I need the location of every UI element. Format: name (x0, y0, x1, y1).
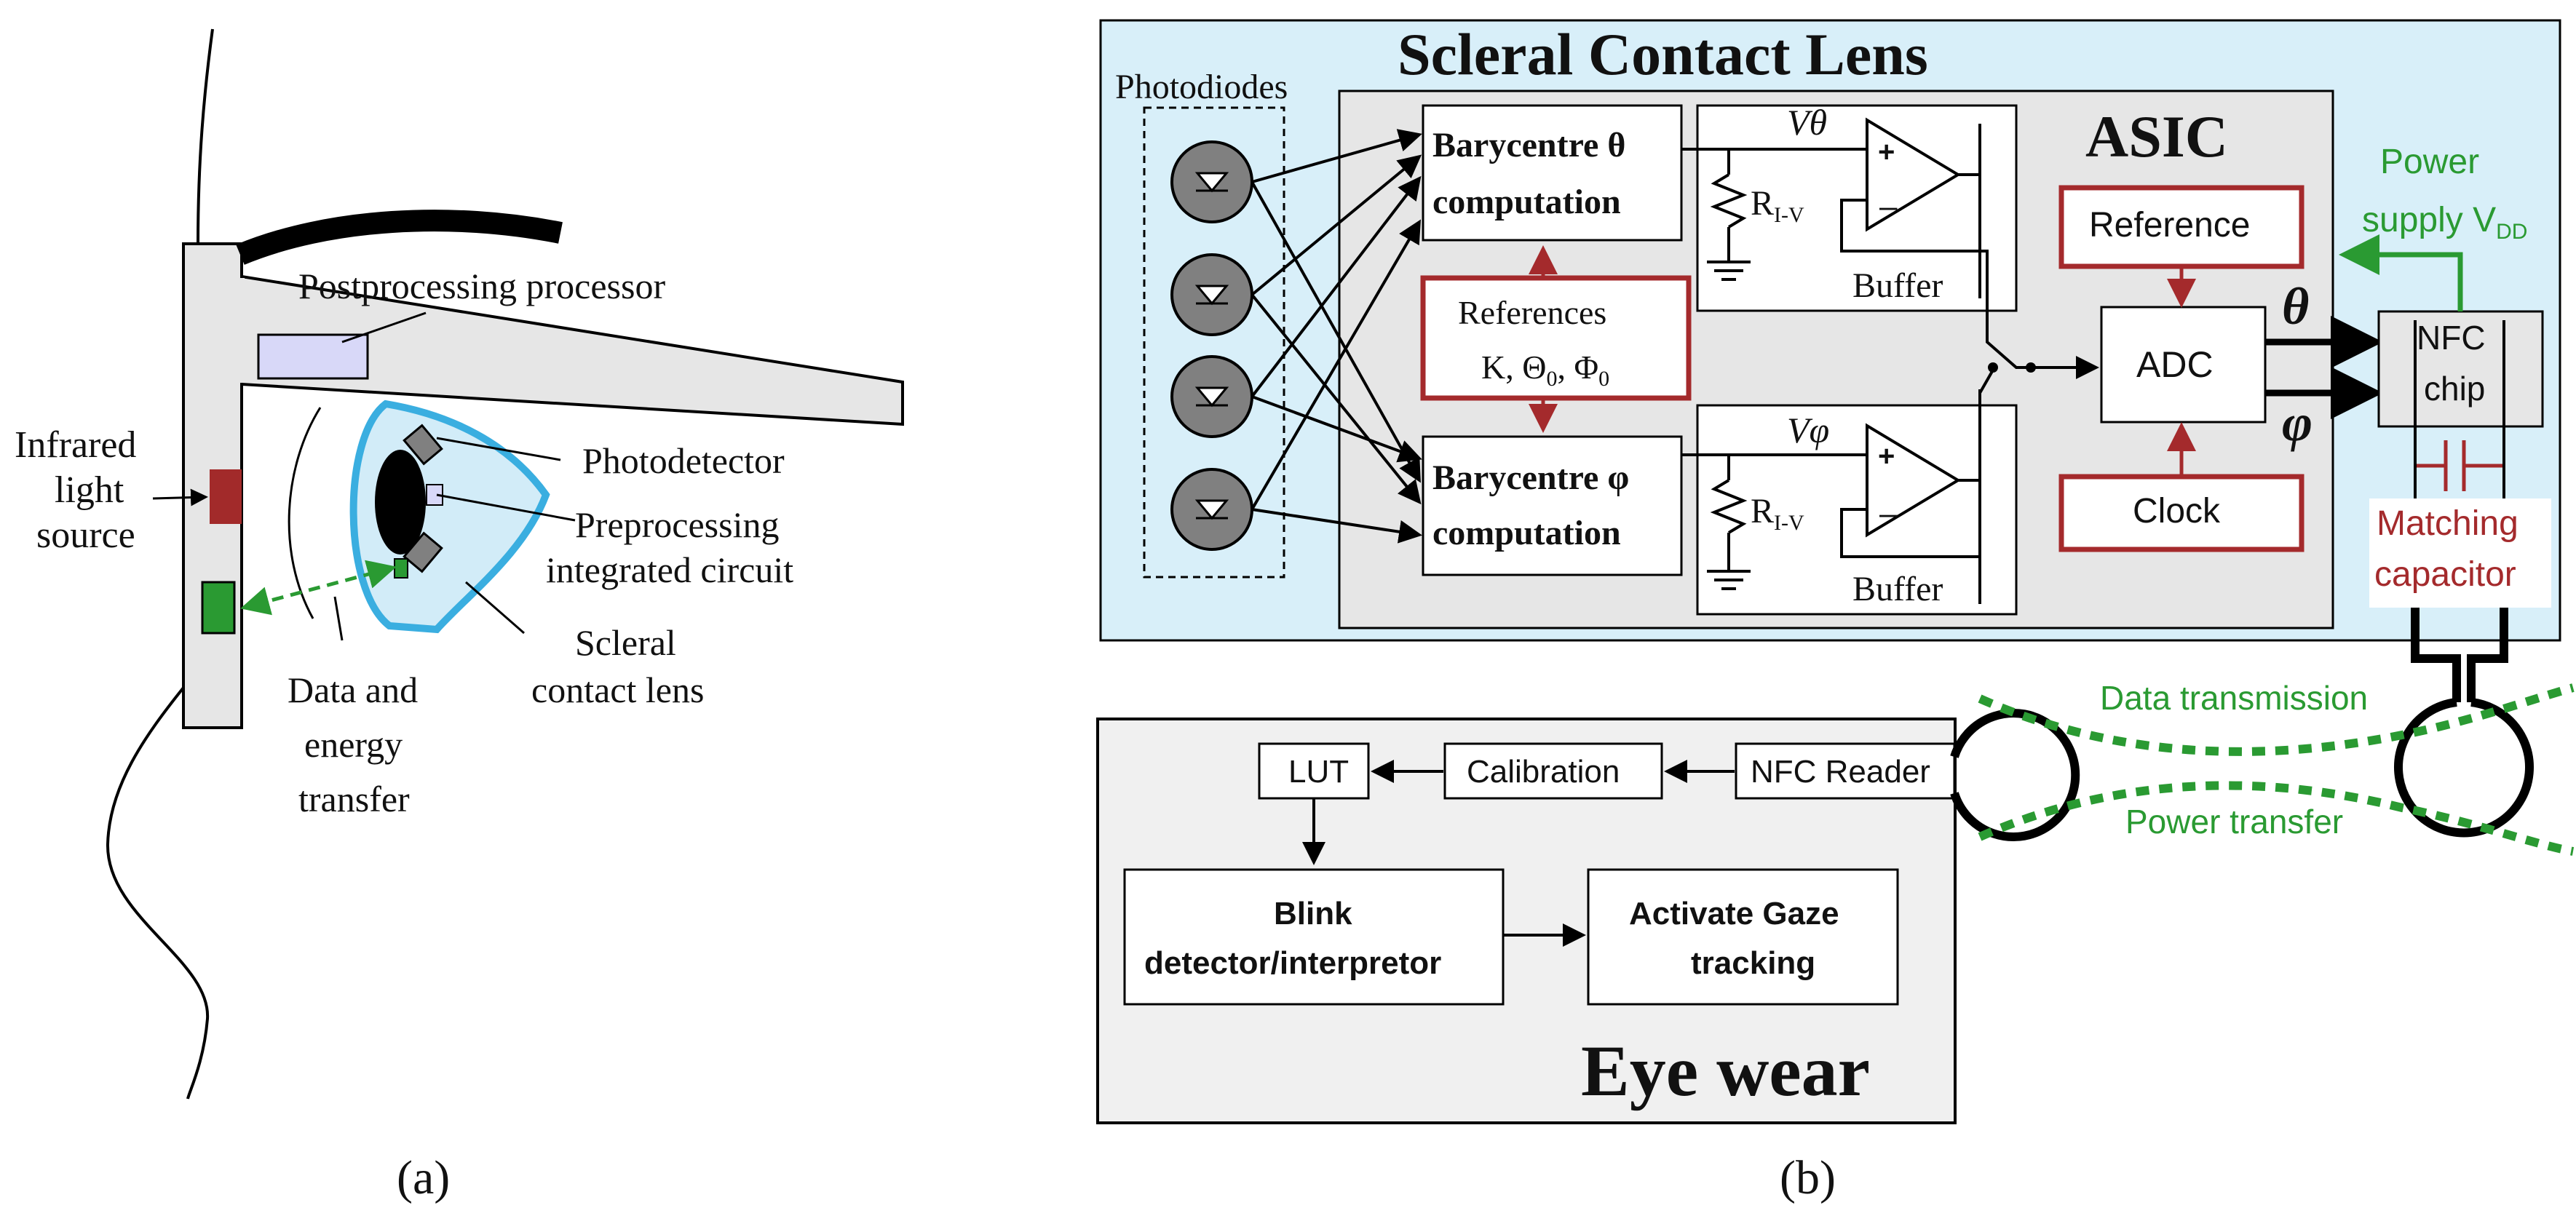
calibration-label: Calibration (1467, 754, 1620, 790)
photodiode-1 (1170, 140, 1253, 223)
face-profile (197, 28, 214, 245)
photodetector-chip-top (403, 424, 443, 466)
label-infrared-2: light (55, 469, 124, 511)
power-transfer-label: Power transfer (2125, 803, 2343, 840)
power-supply-arrow (2339, 234, 2463, 311)
nfc-chip-block (2377, 310, 2544, 428)
nfc-reader-block (1735, 742, 1956, 800)
r-iv-theta: RI-V (1751, 184, 1804, 227)
nfc-chip-line2: chip (2424, 370, 2485, 408)
buffer-theta-block (1696, 104, 2018, 312)
lut-block (1258, 742, 1370, 800)
pupil (375, 450, 426, 555)
label-infrared-1: Infrared (15, 424, 136, 466)
lens-antenna-coil (2394, 608, 2534, 838)
label-preprocessing-1: Preprocessing (575, 504, 780, 545)
adc-block (2100, 306, 2267, 424)
data-transmission-label: Data transmission (2100, 679, 2368, 717)
clock-block (2058, 474, 2304, 552)
v-theta-label: Vθ (1787, 102, 1827, 143)
asic-label: ASIC (2085, 103, 2228, 170)
buffer-to-adc-wires (1978, 250, 2099, 408)
label-photodetector: Photodetector (582, 440, 785, 481)
barycentre-phi-line2: computation (1432, 514, 1621, 552)
label-preprocessing-2: integrated circuit (546, 549, 793, 590)
gaze-tracking-block (1587, 868, 1899, 1006)
barycentre-theta-line1: Barycentre θ (1432, 126, 1625, 164)
label-infrared-3: source (36, 514, 135, 556)
buffer-theta-circuit (1683, 117, 1981, 298)
data-transmission-link (1978, 683, 2575, 756)
matching-capacitor (2415, 440, 2504, 491)
eye-wear-label: Eye wear (1581, 1030, 1870, 1111)
power-label-1: Power (2380, 143, 2479, 181)
label-data-3: transfer (298, 779, 410, 819)
barycentre-phi-line1: Barycentre φ (1432, 458, 1629, 497)
gaze-line2: tracking (1691, 945, 1815, 981)
calibration-block (1443, 742, 1663, 800)
photodiodes-group (1143, 106, 1285, 579)
photodiode-4 (1170, 468, 1253, 551)
nfc-chip-line1: NFC (2417, 319, 2486, 357)
face-profile-lower (106, 686, 210, 1100)
caption-a: (a) (397, 1151, 450, 1204)
gaze-line1: Activate Gaze (1629, 896, 1839, 931)
power-label-2: supply VDD (2362, 201, 2527, 244)
r-iv-phi: RI-V (1751, 492, 1804, 535)
energy-transfer-link (240, 560, 397, 616)
photodiode-3 (1170, 355, 1253, 438)
barycentre-theta-line2: computation (1432, 183, 1621, 221)
panel-b: Scleral Contact Lens Photodiodes ASIC (1096, 19, 2575, 1204)
power-transfer-link (1978, 781, 2575, 856)
clock-label: Clock (2133, 492, 2221, 530)
minus-phi: – (1879, 496, 1898, 531)
nfc-reader-label: NFC Reader (1751, 754, 1930, 790)
label-data-1: Data and (288, 669, 418, 710)
plus-phi: + (1878, 440, 1895, 472)
photodiode-2 (1170, 253, 1253, 336)
v-phi-label: Vφ (1787, 410, 1829, 450)
caption-b: (b) (1780, 1151, 1836, 1204)
references-block (1420, 275, 1692, 401)
adc-label: ADC (2136, 344, 2214, 385)
references-line1: References (1458, 294, 1606, 331)
lens-antenna (394, 558, 408, 579)
plus-theta: + (1878, 136, 1895, 168)
theta-output-label: θ (2282, 277, 2309, 335)
reader-antenna-coil (1950, 709, 2080, 841)
matching-label-1: Matching (2377, 504, 2518, 543)
minus-theta: – (1879, 188, 1898, 224)
reference-block (2058, 185, 2304, 269)
photodiodes-label: Photodiodes (1115, 68, 1288, 106)
blink-line1: Blink (1274, 896, 1352, 931)
postprocessing-processor (257, 333, 369, 380)
blink-detector-block (1123, 868, 1505, 1006)
barycentre-phi-block (1422, 435, 1683, 576)
infrared-light-source (210, 469, 242, 524)
references-line2: K, Θ0, Φ0 (1481, 349, 1609, 391)
matching-label-2: capacitor (2374, 555, 2516, 594)
blink-line2: detector/interpretor (1144, 945, 1441, 981)
label-scleral-1: Scleral (575, 622, 676, 663)
lens-title: Scleral Contact Lens (1398, 21, 1928, 87)
reference-label: Reference (2089, 206, 2250, 245)
glasses-top-bar (236, 210, 563, 265)
buffer-phi-label: Buffer (1852, 570, 1943, 608)
barycentre-theta-block (1422, 104, 1683, 242)
photodetector-chip-bottom (403, 531, 443, 573)
label-postprocessing: Postprocessing processor (298, 266, 665, 306)
energy-transceiver (201, 581, 236, 635)
photodiode-wiring (1251, 129, 1422, 544)
label-data-2: energy (304, 724, 403, 765)
phi-output-label: φ (2282, 394, 2313, 452)
label-scleral-2: contact lens (531, 669, 704, 710)
buffer-theta-label: Buffer (1852, 266, 1943, 305)
panel-a: Postprocessing processor Infrared light … (15, 28, 904, 1204)
lut-label: LUT (1288, 754, 1349, 790)
buffer-phi-circuit (1683, 389, 1981, 604)
